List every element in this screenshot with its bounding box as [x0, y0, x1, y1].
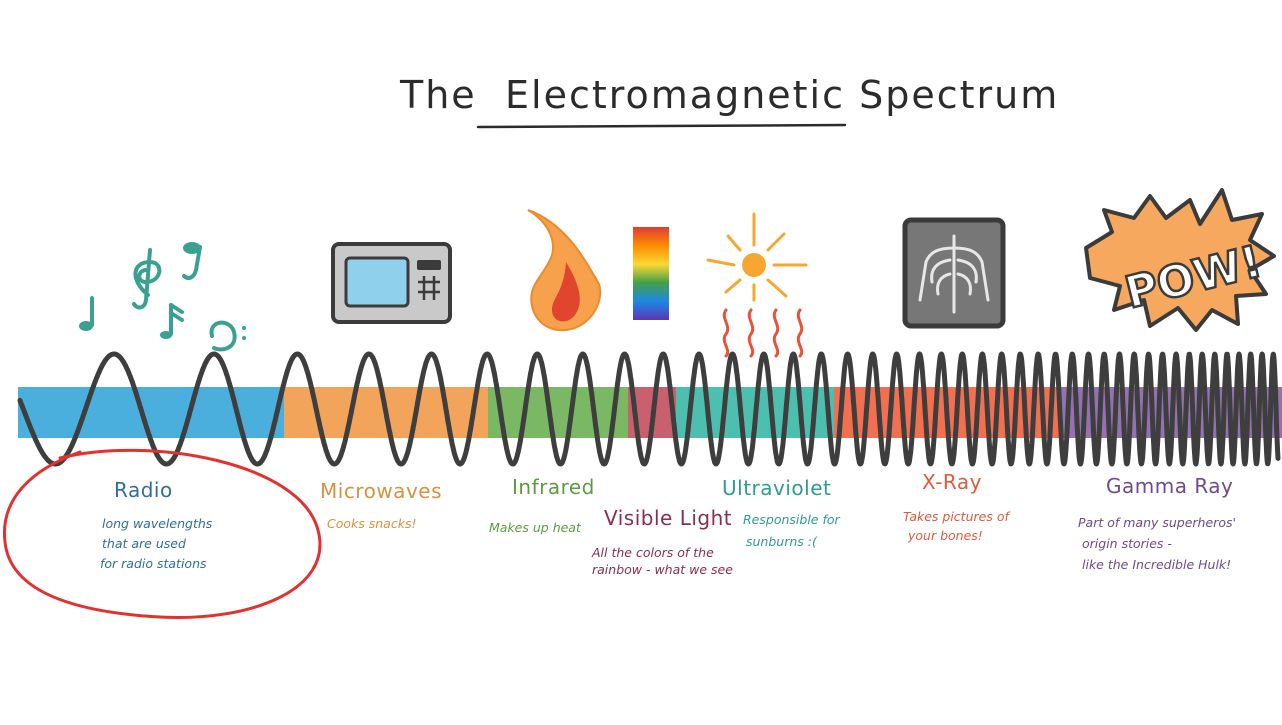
- label-microwaves-desc-1: Cooks snacks!: [327, 516, 416, 531]
- label-gamma-desc-3: like the Incredible Hulk!: [1082, 557, 1231, 572]
- flame-icon: [527, 209, 602, 332]
- sun-icon: [706, 212, 808, 302]
- label-infrared: Infrared Makes up heat: [489, 475, 595, 535]
- rainbow-bar-icon: [633, 227, 669, 320]
- pow-burst-icon: POW!: [1084, 188, 1276, 332]
- label-infrared-desc-1: Makes up heat: [489, 520, 582, 535]
- label-visible-desc-1: All the colors of the: [591, 545, 714, 560]
- wave-line: [17, 351, 1281, 467]
- label-gamma-name: Gamma Ray: [1106, 474, 1233, 498]
- label-visible-desc-2: rainbow - what we see: [592, 562, 733, 577]
- label-ultraviolet: Ultraviolet Responsible for sunburns :(: [722, 476, 840, 549]
- title: The Electromagnetic Spectrum: [399, 73, 1059, 129]
- label-radio-name: Radio: [114, 478, 173, 502]
- label-radio-desc-3: for radio stations: [100, 556, 207, 571]
- heat-waves-icon: [722, 308, 804, 358]
- label-microwaves-name: Microwaves: [320, 479, 442, 503]
- skeleton-icon: [918, 234, 990, 314]
- eighth-note-icon: [79, 296, 94, 331]
- bass-clef-icon: [209, 320, 246, 352]
- title-prefix: The: [399, 73, 477, 117]
- label-xray-desc-2: your bones!: [907, 528, 983, 543]
- label-ultraviolet-desc-1: Responsible for: [743, 512, 840, 527]
- label-infrared-name: Infrared: [512, 475, 595, 499]
- xray-film-icon: [902, 217, 1006, 329]
- label-radio-desc-1: long wavelengths: [102, 516, 213, 531]
- music-notes-icon: [79, 242, 246, 352]
- label-xray-desc-1: Takes pictures of: [903, 509, 1010, 524]
- microwave-icon: [331, 242, 452, 324]
- quarter-note-icon: [182, 242, 202, 280]
- label-gamma-desc-2: origin stories -: [1082, 536, 1172, 551]
- title-underline: [476, 123, 847, 129]
- sixteenth-note-icon: [160, 303, 184, 339]
- label-visible: Visible Light All the colors of the rain…: [591, 506, 733, 577]
- title-main: Electromagnetic Spectrum: [505, 73, 1059, 117]
- band-infrared: [488, 387, 628, 438]
- label-radio-desc-2: that are used: [102, 536, 186, 551]
- label-microwaves: Microwaves Cooks snacks!: [320, 479, 442, 531]
- highlight-circle: [2, 448, 322, 620]
- label-ultraviolet-desc-2: sunburns :(: [746, 534, 818, 549]
- label-ultraviolet-name: Ultraviolet: [722, 476, 831, 500]
- label-radio: Radio long wavelengths that are used for…: [100, 478, 213, 571]
- treble-clef-icon: [132, 248, 162, 310]
- label-xray: X-Ray Takes pictures of your bones!: [903, 470, 1010, 543]
- label-gamma-desc-1: Part of many superheros': [1078, 515, 1236, 530]
- label-xray-name: X-Ray: [922, 470, 982, 494]
- label-visible-name: Visible Light: [604, 506, 732, 530]
- label-gamma: Gamma Ray Part of many superheros' origi…: [1078, 474, 1236, 572]
